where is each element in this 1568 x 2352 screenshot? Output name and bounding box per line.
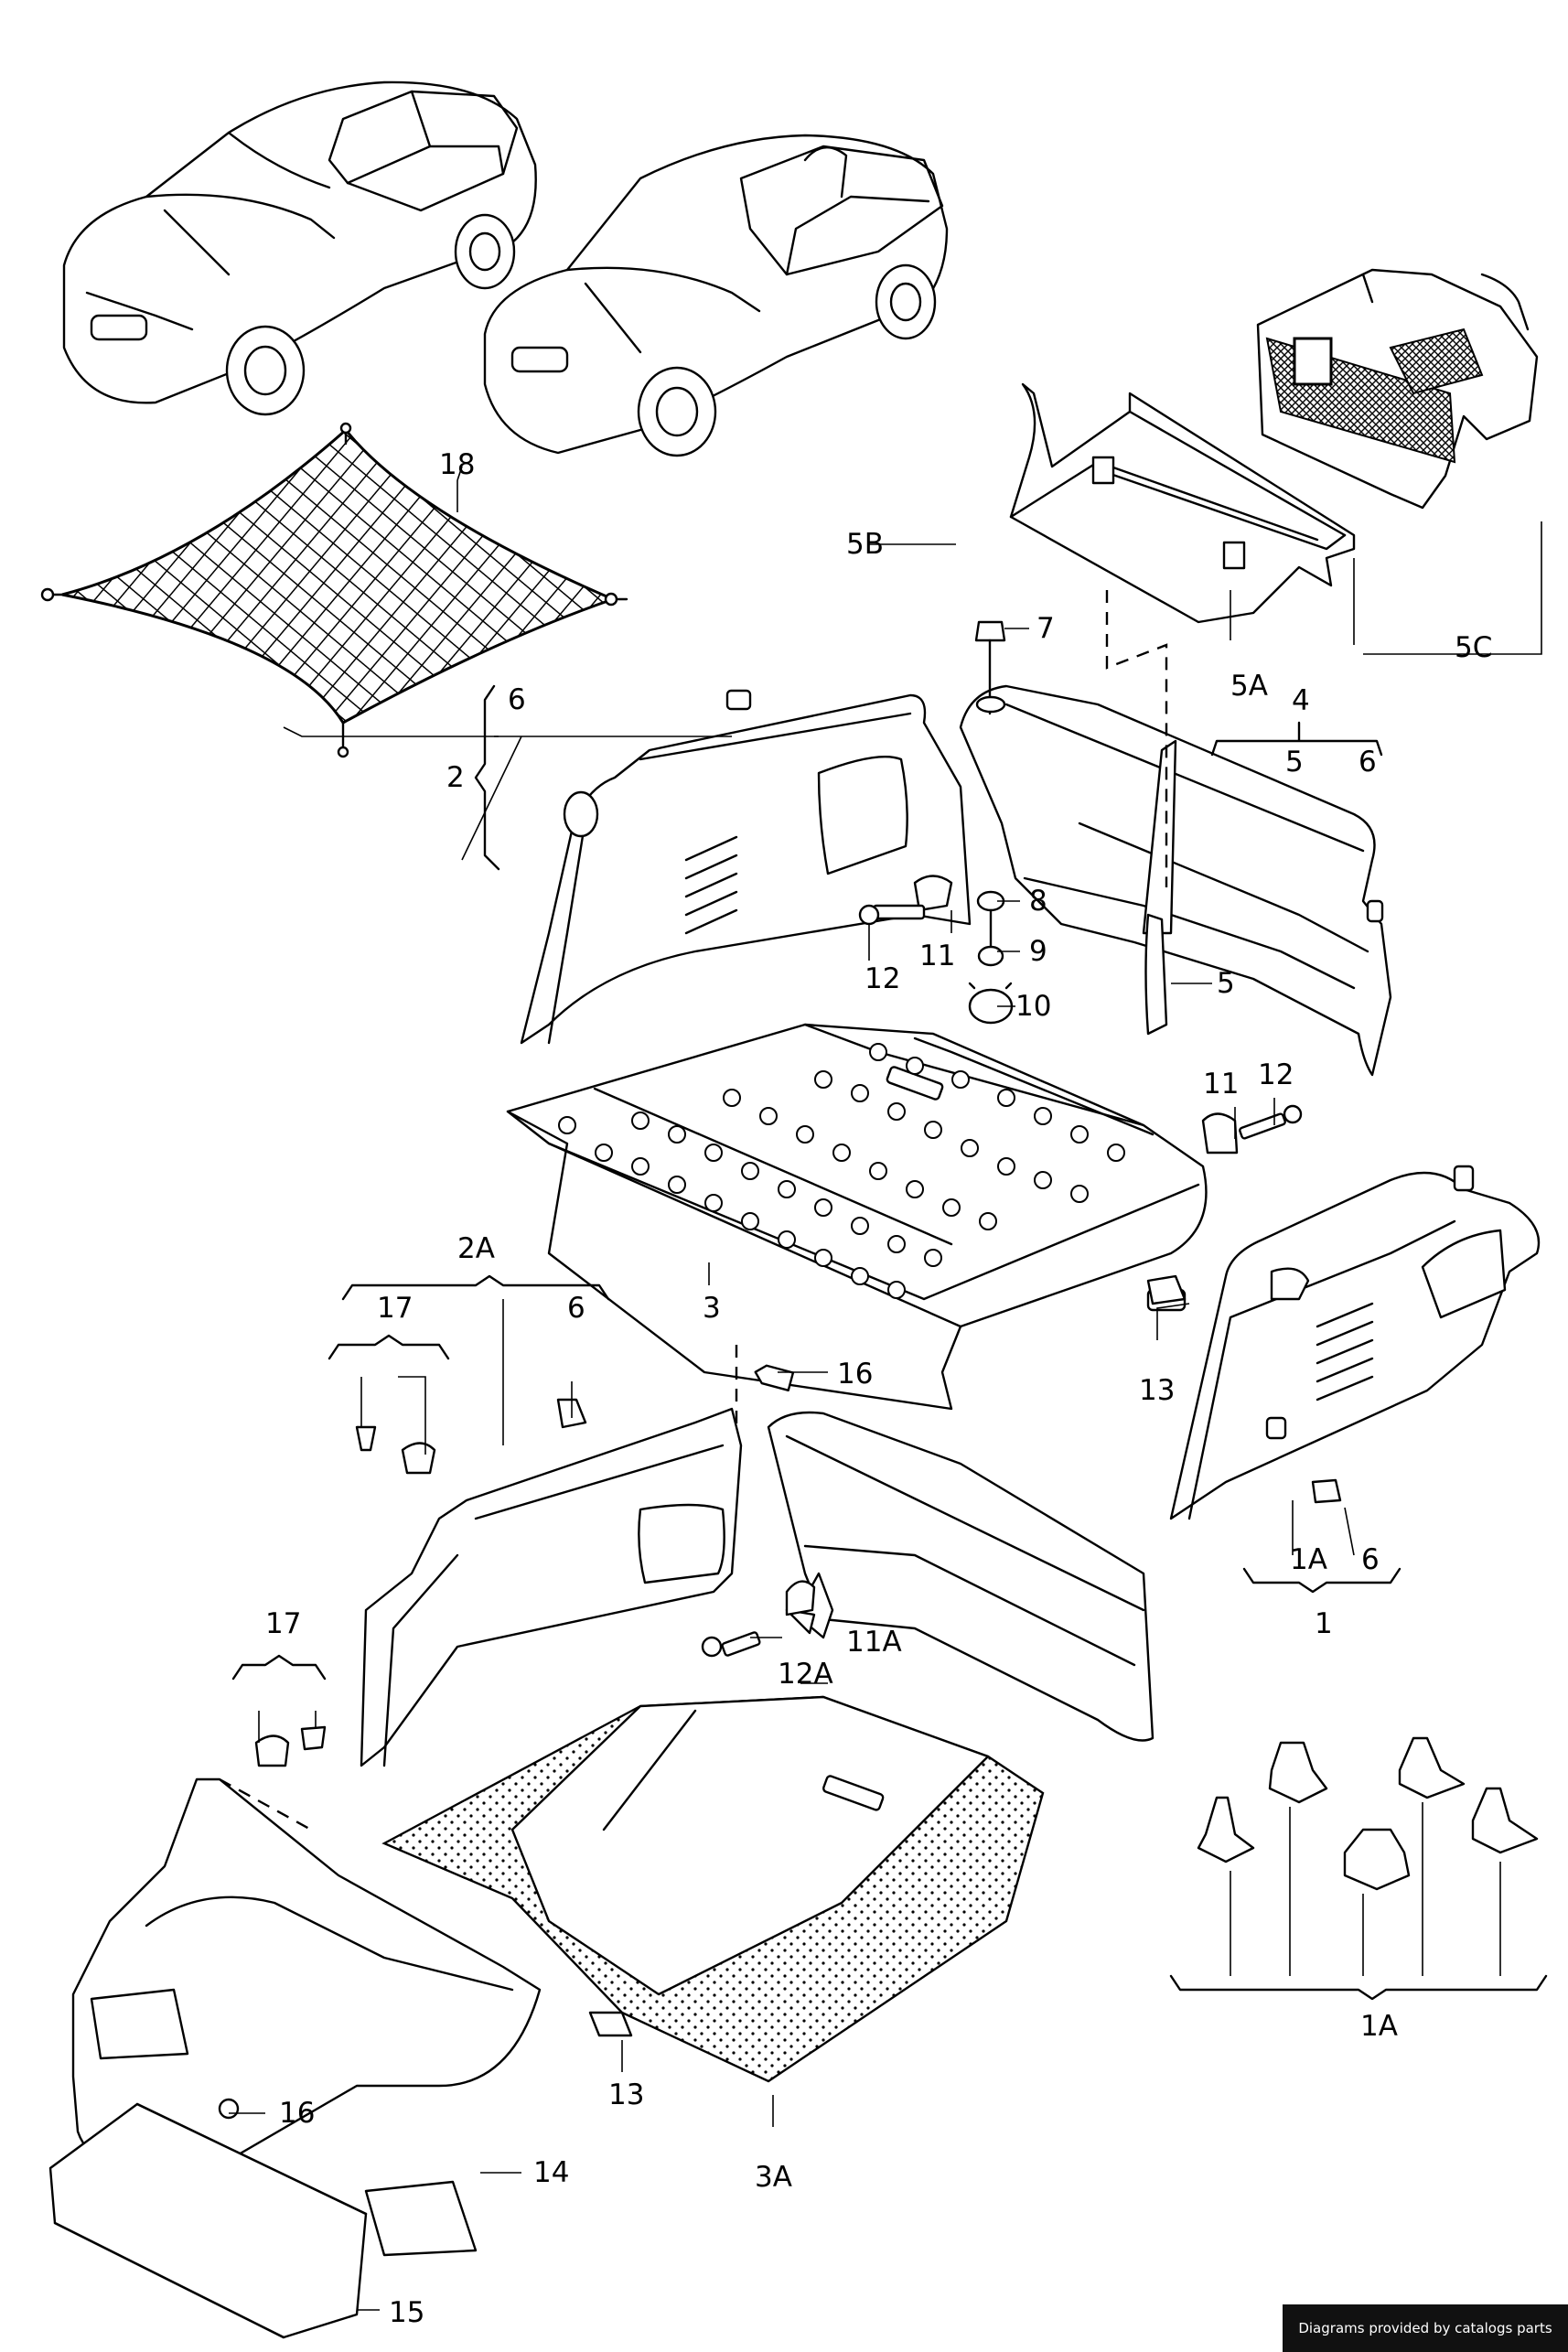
label-16: 16 xyxy=(837,1358,873,1391)
label-8: 8 xyxy=(1029,885,1047,918)
clip-part-13 xyxy=(588,1274,1187,2037)
roadster-car-illustration xyxy=(483,134,949,457)
parcel-shelf-part-5a xyxy=(1009,382,1356,624)
label-13-lower: 13 xyxy=(608,2078,644,2111)
label-1: 1 xyxy=(1315,1607,1333,1640)
label-3: 3 xyxy=(703,1292,721,1325)
label-1a: 1A xyxy=(1290,1543,1327,1576)
label-6-left: 6 xyxy=(508,683,526,716)
side-trim-panel-part-2a xyxy=(360,1345,743,1767)
label-6-right: 6 xyxy=(1361,1543,1380,1576)
label-18: 18 xyxy=(439,448,475,481)
label-15: 15 xyxy=(389,2296,424,2329)
side-trim-panel-part-2 xyxy=(520,689,972,1045)
credit-badge: Diagrams provided by catalogs parts xyxy=(1283,2304,1568,2352)
label-5b: 5B xyxy=(846,528,884,561)
label-7: 7 xyxy=(1036,612,1055,645)
label-6-top: 6 xyxy=(1359,746,1377,779)
callout-labels: 18 5B 7 5A 5C 4 5 6 2 6 8 9 10 11 12 5 1… xyxy=(265,448,1492,2329)
label-12: 12 xyxy=(865,962,900,995)
label-13-right: 13 xyxy=(1139,1374,1175,1407)
label-5a: 5A xyxy=(1230,670,1268,703)
label-5: 5 xyxy=(1217,967,1235,1000)
label-17: 17 xyxy=(377,1292,413,1325)
coupe-car-illustration xyxy=(62,81,537,416)
clip-and-screw-right-11-12 xyxy=(1201,1104,1303,1155)
label-12a: 12A xyxy=(778,1658,833,1691)
label-9: 9 xyxy=(1029,935,1047,968)
label-12-right: 12 xyxy=(1258,1058,1294,1091)
label-1a-set: 1A xyxy=(1360,2010,1398,2043)
storage-tray-part-15 xyxy=(48,2098,368,2339)
label-5-top: 5 xyxy=(1285,746,1304,779)
label-6-mid: 6 xyxy=(567,1292,585,1325)
clip-and-screw-parts-11-12 xyxy=(858,875,1168,1036)
label-17-lower: 17 xyxy=(265,1607,301,1640)
luggage-floor-part-14 xyxy=(71,1777,542,2257)
label-11-right: 11 xyxy=(1203,1068,1239,1101)
floor-carpet-part-3a xyxy=(381,1695,1045,2083)
floor-panel-part-3 xyxy=(506,1023,1208,1411)
side-trim-panel-part-1 xyxy=(1146,1165,1541,1520)
fastener-stack-parts-7-10 xyxy=(968,590,1168,1025)
label-2a: 2A xyxy=(457,1232,495,1265)
retaining-clips-part-17 xyxy=(254,1425,436,1767)
bracket-part-5c xyxy=(1256,268,1539,510)
label-10: 10 xyxy=(1015,990,1051,1023)
label-4: 4 xyxy=(1292,684,1310,717)
leader-lines xyxy=(229,480,1548,2311)
fastener-set-part-1a xyxy=(1197,1736,1539,1891)
side-trim-panel-part-11a xyxy=(701,1411,1155,1742)
label-16-lower: 16 xyxy=(279,2097,315,2130)
label-14: 14 xyxy=(533,2156,569,2189)
label-2: 2 xyxy=(446,761,465,794)
label-5c: 5C xyxy=(1455,631,1492,664)
label-11a: 11A xyxy=(846,1626,902,1659)
label-11: 11 xyxy=(919,940,955,972)
cargo-net-part-18 xyxy=(40,422,628,758)
label-3a: 3A xyxy=(755,2161,792,2194)
